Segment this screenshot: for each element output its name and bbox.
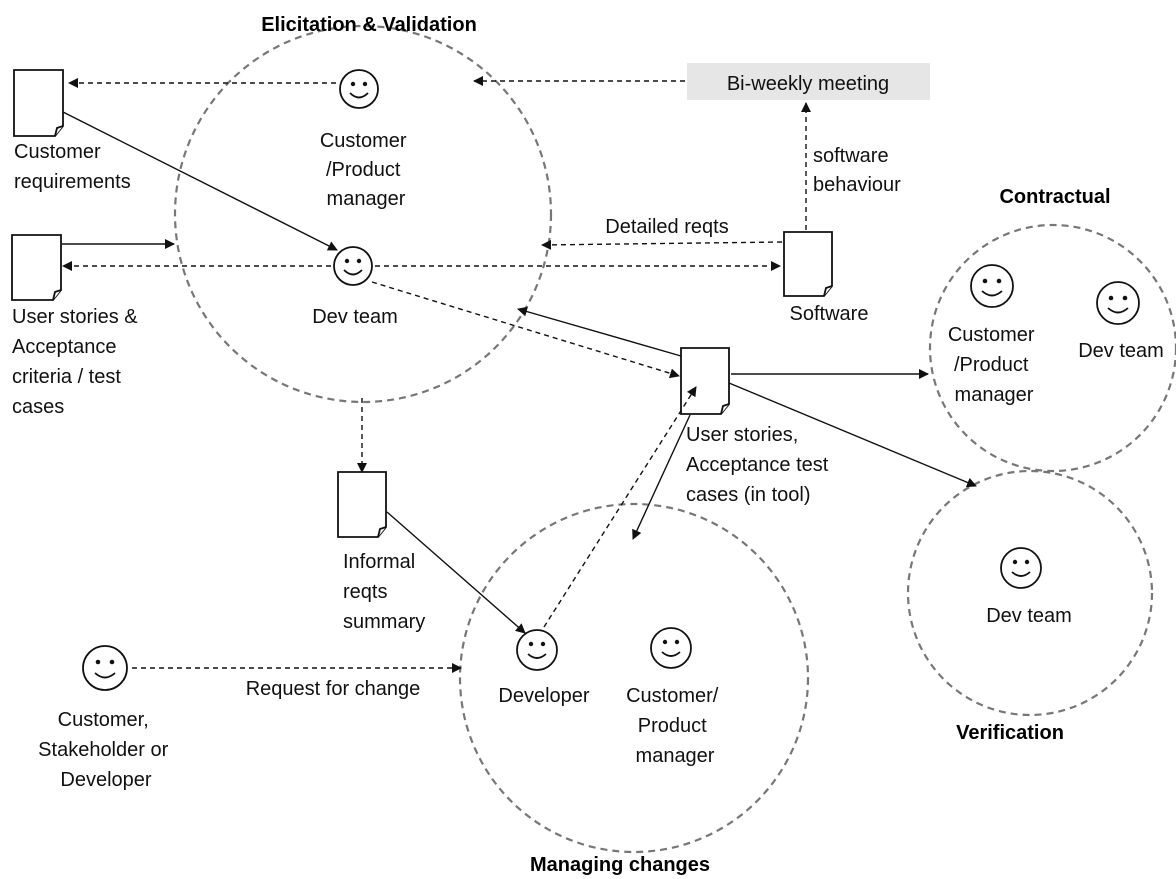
group-title-elicitation: Elicitation & Validation: [261, 14, 477, 36]
customer-requirements-label: Customer requirements: [14, 141, 131, 193]
contractual-group: [928, 223, 1176, 473]
arrow-software-detailed-reqts: [541, 239, 783, 250]
group-title-contractual: Contractual: [999, 186, 1110, 208]
customer-requirements-doc-icon: [13, 69, 64, 137]
contractual-customer-face-icon: [970, 264, 1014, 308]
arrow-informal-to-developer: [386, 511, 526, 634]
elicitation-dev-team-label: Dev team: [312, 306, 398, 328]
group-title-verification: Verification: [956, 722, 1064, 744]
developer-face-icon: [516, 629, 558, 671]
managing-customer-label: Customer/ Product manager: [626, 685, 724, 767]
arrow-tool-to-verification: [728, 382, 977, 488]
arrow-tool-to-managing: [632, 414, 691, 540]
arrow-dev-to-tool-userstories: [371, 281, 680, 379]
verification-dev-team-label: Dev team: [986, 605, 1072, 627]
software-label: Software: [790, 303, 869, 325]
software-doc-icon: [783, 231, 833, 297]
elicitation-validation-group: [173, 24, 553, 404]
contractual-dev-team-label: Dev team: [1078, 340, 1164, 362]
external-requester-label: Customer, Stakeholder or Developer: [38, 709, 174, 791]
contractual-dev-team-face-icon: [1096, 281, 1140, 325]
informal-reqts-label: Informal reqts summary: [343, 551, 425, 633]
verification-group: [906, 469, 1154, 717]
managing-changes-group: [458, 502, 810, 854]
bi-weekly-meeting-label: Bi-weekly meeting: [727, 73, 889, 95]
group-title-managing-changes: Managing changes: [530, 854, 710, 876]
bi-weekly-meeting-box: [687, 63, 930, 100]
user-stories-tool-doc-icon: [680, 347, 730, 415]
contractual-customer-label: Customer /Product manager: [948, 324, 1040, 406]
developer-label: Developer: [498, 685, 590, 707]
arrow-developer-to-tool: [543, 386, 697, 628]
request-for-change-label: Request for change: [246, 678, 421, 700]
elicitation-customer-label: Customer /Product manager: [320, 130, 412, 210]
detailed-reqts-label: Detailed reqts: [605, 216, 728, 238]
customer-product-manager-face-icon: [339, 69, 379, 109]
arrow-requirements-to-dev: [62, 111, 338, 251]
software-behaviour-label: software behaviour: [813, 145, 901, 196]
user-stories-acceptance-label: User stories & Acceptance criteria / tes…: [12, 306, 143, 418]
managing-customer-face-icon: [650, 627, 692, 669]
verification-dev-team-face-icon: [1000, 547, 1042, 589]
external-requester-face-icon: [82, 645, 128, 691]
user-stories-doc-icon: [11, 234, 62, 301]
user-stories-tool-label: User stories, Acceptance test cases (in …: [686, 424, 834, 506]
dev-team-face-icon: [333, 246, 373, 286]
arrow-tool-to-elicitation: [517, 306, 682, 357]
informal-reqts-doc-icon: [337, 471, 387, 538]
